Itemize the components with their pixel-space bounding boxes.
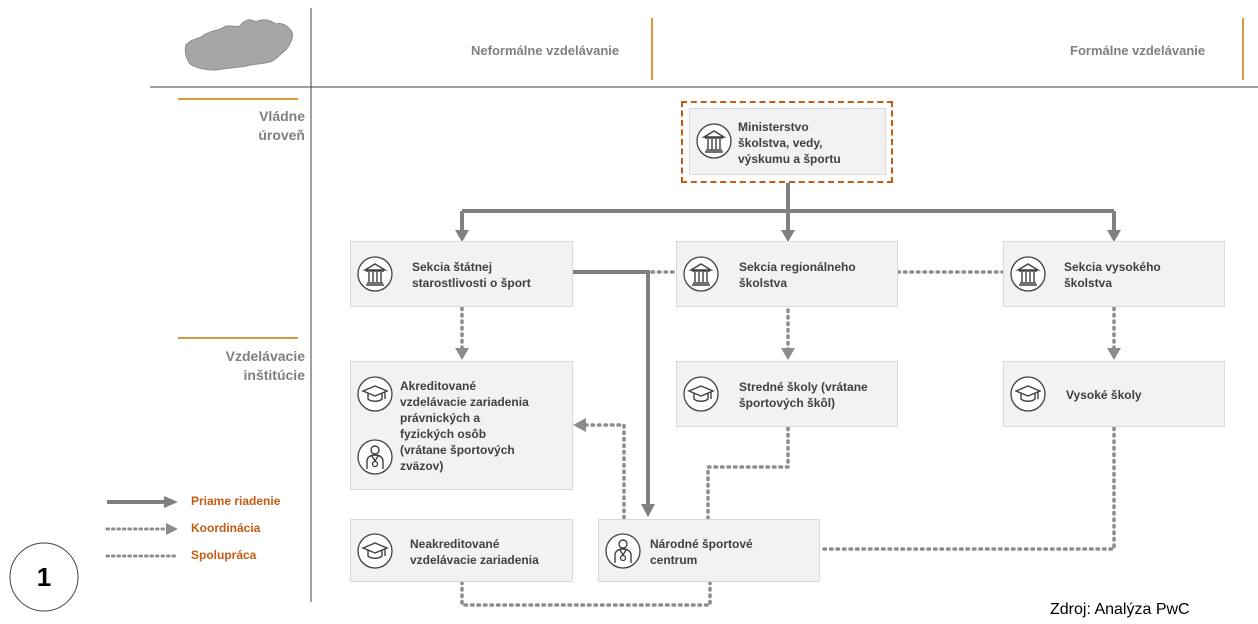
- row-label-vzdelavacie-line1: Vzdelávacie: [225, 348, 305, 364]
- row-label-vzdelavacie: Vzdelávacie inštitúcie: [165, 347, 305, 385]
- akreditovane-line1: Akreditované: [400, 379, 477, 393]
- legend-priame: Priame riadenie: [191, 494, 281, 508]
- page-number-circle: [9, 542, 79, 612]
- ministerstvo-node[interactable]: Ministerstvo školstva, vedy, výskumu a š…: [689, 108, 886, 175]
- neakreditovane-label: Neakreditované vzdelávacie zariadenia: [410, 536, 539, 568]
- neakreditovane-node[interactable]: Neakreditované vzdelávacie zariadenia: [350, 519, 573, 582]
- neakreditovane-line2: vzdelávacie zariadenia: [410, 553, 539, 567]
- government-building-icon: [683, 256, 719, 292]
- sekcia-vysoke-line2: školstva: [1064, 276, 1113, 290]
- row-label-vladne: Vládne úroveň: [185, 107, 305, 145]
- row-label-vzdelavacie-line2: inštitúcie: [243, 367, 305, 383]
- source-note: Zdroj: Analýza PwC: [1050, 601, 1190, 618]
- sekcia-vysoke-line1: Sekcia vysokého: [1064, 260, 1161, 274]
- narodne-centrum-label: Národné športové centrum: [650, 536, 753, 568]
- legend-koordinacia: Koordinácia: [191, 521, 261, 535]
- koordinacia-arrowheads: [455, 348, 1121, 432]
- akreditovane-line4: fyzických osôb: [400, 427, 487, 441]
- legend-spolupraca: Spolupráca: [191, 548, 257, 562]
- dotted-lines: [460, 270, 1116, 607]
- stredne-skoly-label: Stredné školy (vrátane športových škôl): [739, 379, 868, 411]
- priame-arrowheads: [455, 230, 1121, 517]
- stredne-skoly-node[interactable]: Stredné školy (vrátane športových škôl): [676, 361, 898, 427]
- sekcia-sport-line2: starostlivosti o šport: [412, 276, 531, 290]
- sekcia-regional-label: Sekcia regionálneho školstva: [739, 259, 856, 291]
- row-label-vladne-line2: úroveň: [258, 127, 305, 143]
- vysoke-skoly-line1: Vysoké školy: [1066, 388, 1142, 402]
- sekcia-vysoke-label: Sekcia vysokého školstva: [1064, 259, 1161, 291]
- athlete-medal-icon: [357, 439, 393, 475]
- header-neformalne: Neformálne vzdelávanie: [471, 43, 620, 58]
- narodne-centrum-node[interactable]: Národné športové centrum: [598, 519, 820, 582]
- page-number: 1: [36, 562, 52, 592]
- ministerstvo-line1: Ministerstvo: [738, 120, 809, 134]
- row-label-vladne-line1: Vládne: [259, 108, 305, 124]
- akreditovane-line2: vzdelávacie zariadenia: [400, 395, 529, 409]
- ministerstvo-line3: výskumu a športu: [738, 152, 841, 166]
- vysoke-skoly-label: Vysoké školy: [1066, 387, 1142, 403]
- legend-glyphs: [105, 496, 180, 558]
- government-building-icon: [696, 123, 732, 159]
- akreditovane-line3: právnických a: [400, 411, 481, 425]
- neakreditovane-line1: Neakreditované: [410, 537, 500, 551]
- sekcia-regional-node[interactable]: Sekcia regionálneho školstva: [676, 241, 898, 307]
- government-building-icon: [357, 256, 393, 292]
- government-building-icon: [1010, 256, 1046, 292]
- ministerstvo-label: Ministerstvo školstva, vedy, výskumu a š…: [738, 119, 841, 167]
- akreditovane-line6: zväzov): [400, 459, 444, 473]
- ministerstvo-line2: školstva, vedy,: [738, 136, 823, 150]
- akreditovane-label: Akreditované vzdelávacie zariadenia práv…: [400, 378, 529, 474]
- sekcia-sport-line1: Sekcia štátnej: [412, 260, 493, 274]
- stredne-skoly-line1: Stredné školy (vrátane: [739, 380, 868, 394]
- sekcia-regional-line2: školstva: [739, 276, 788, 290]
- graduation-cap-icon: [1010, 376, 1046, 412]
- vysoke-skoly-node[interactable]: Vysoké školy: [1003, 361, 1225, 427]
- akreditovane-line5: (vrátane športových: [400, 443, 515, 457]
- graduation-cap-icon: [357, 533, 393, 569]
- akreditovane-node[interactable]: Akreditované vzdelávacie zariadenia práv…: [350, 361, 573, 490]
- sekcia-sport-node[interactable]: Sekcia štátnej starostlivosti o šport: [350, 241, 573, 307]
- header-formalne: Formálne vzdelávanie: [1070, 43, 1206, 58]
- sekcia-regional-line1: Sekcia regionálneho: [739, 260, 856, 274]
- sekcia-vysoke-node[interactable]: Sekcia vysokého školstva: [1003, 241, 1225, 307]
- narodne-centrum-line2: centrum: [650, 553, 698, 567]
- stredne-skoly-line2: športových škôl): [739, 396, 836, 410]
- athlete-medal-icon: [605, 533, 641, 569]
- graduation-cap-icon: [683, 376, 719, 412]
- slovakia-map-icon: [184, 19, 293, 71]
- sekcia-sport-label: Sekcia štátnej starostlivosti o šport: [412, 259, 531, 291]
- graduation-cap-icon: [357, 376, 393, 412]
- narodne-centrum-line1: Národné športové: [650, 537, 753, 551]
